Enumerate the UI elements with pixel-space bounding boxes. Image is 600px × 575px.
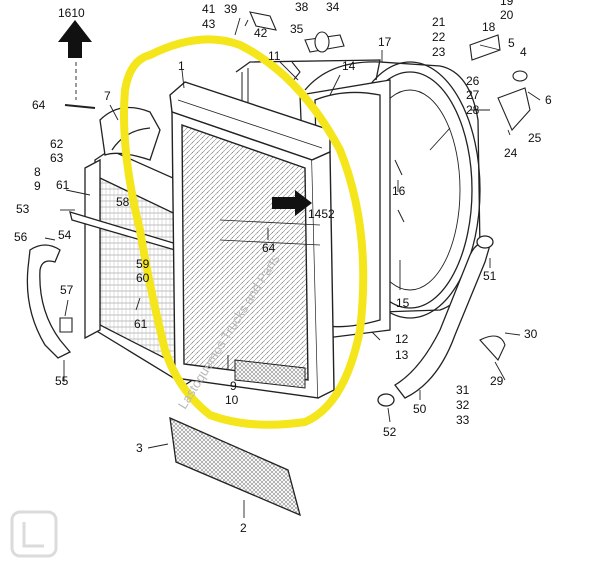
right-arrow-icon [272, 190, 312, 216]
callout-1: 1 [178, 59, 185, 73]
callout-32: 32 [456, 398, 470, 412]
callout-16: 16 [392, 184, 406, 198]
callout-15: 15 [396, 296, 410, 310]
callout-51: 51 [483, 269, 497, 283]
callout-55: 55 [55, 374, 69, 388]
up-arrow-icon [58, 20, 92, 58]
callout-23: 23 [432, 45, 446, 59]
callout-33: 33 [456, 413, 470, 427]
callout-labels: 1610 1452 1 2 3 4 5 6 7 8 9 9 10 11 12 1… [14, 0, 552, 535]
callout-25: 25 [528, 131, 542, 145]
callout-24: 24 [504, 146, 518, 160]
callout-1452: 1452 [308, 207, 335, 221]
callout-11: 11 [268, 49, 281, 63]
callout-21: 21 [432, 15, 446, 29]
callout-18: 18 [482, 20, 496, 34]
callout-58: 58 [116, 195, 130, 209]
callout-12: 12 [395, 332, 409, 346]
callout-22: 22 [432, 30, 446, 44]
callout-39: 39 [224, 2, 238, 16]
callout-61-lower: 61 [134, 317, 148, 331]
callout-9-bottom: 9 [230, 379, 237, 393]
callout-53: 53 [16, 202, 30, 216]
callout-35: 35 [290, 22, 304, 36]
callout-14: 14 [342, 59, 356, 73]
callout-8: 8 [34, 165, 41, 179]
callout-43: 43 [202, 17, 216, 31]
callout-17: 17 [378, 35, 392, 49]
callout-59: 59 [136, 257, 150, 271]
callout-2: 2 [240, 521, 247, 535]
watermark-logo-icon [10, 510, 58, 558]
callout-28: 28 [466, 103, 480, 117]
callout-50: 50 [413, 402, 427, 416]
callout-20: 20 [500, 8, 514, 22]
callout-54: 54 [58, 228, 72, 242]
callout-27: 27 [466, 88, 480, 102]
callout-61-upper: 61 [56, 178, 70, 192]
callout-6: 6 [545, 93, 552, 107]
callout-34: 34 [326, 0, 340, 14]
callout-60: 60 [136, 271, 150, 285]
callout-64-left: 64 [32, 98, 46, 112]
highlight-outline [120, 35, 368, 429]
callout-31: 31 [456, 383, 470, 397]
callout-52: 52 [383, 425, 397, 439]
lower-hoses [26, 235, 494, 407]
callout-19: 19 [500, 0, 514, 8]
callout-62: 62 [50, 137, 64, 151]
callout-29: 29 [490, 374, 504, 388]
callout-38: 38 [295, 0, 309, 14]
callout-41: 41 [202, 2, 216, 16]
leader-lines [44, 17, 541, 518]
callout-63: 63 [50, 151, 64, 165]
radiator [169, 81, 335, 399]
callout-10: 10 [225, 393, 239, 407]
callout-5: 5 [508, 36, 515, 50]
callout-4: 4 [520, 45, 527, 59]
callout-3: 3 [136, 441, 143, 455]
callout-57: 57 [60, 283, 74, 297]
callout-64-center: 64 [262, 241, 276, 255]
callout-26: 26 [466, 74, 480, 88]
callout-13: 13 [395, 348, 409, 362]
callout-42: 42 [254, 26, 268, 40]
lower-grille [169, 416, 301, 517]
callout-9-left: 9 [34, 179, 41, 193]
callout-7: 7 [104, 89, 111, 103]
callout-1610: 1610 [58, 6, 85, 20]
callout-56: 56 [14, 230, 28, 244]
callout-30: 30 [524, 327, 538, 341]
